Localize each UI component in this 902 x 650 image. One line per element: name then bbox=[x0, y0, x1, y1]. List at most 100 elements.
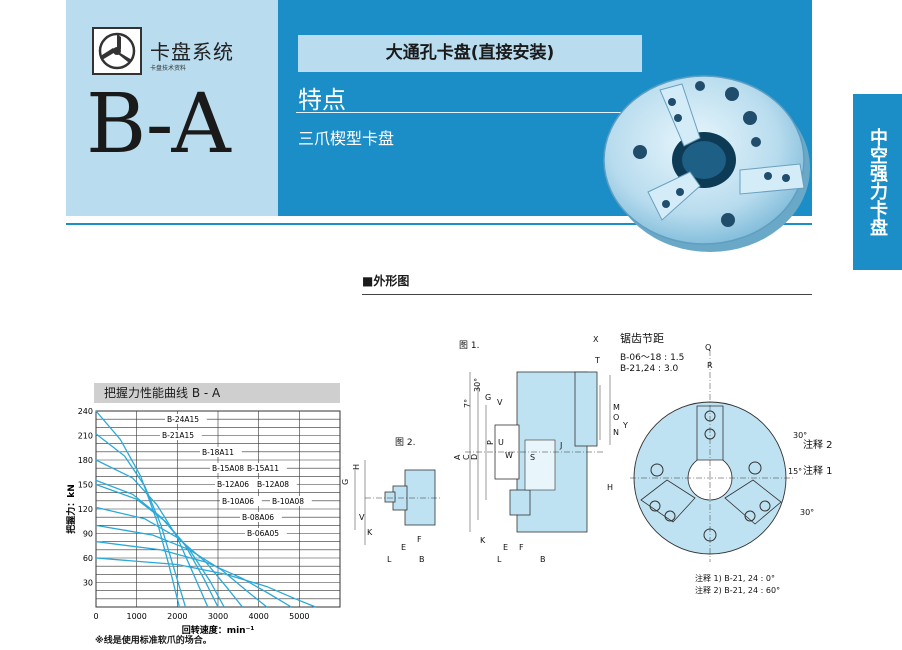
chart-x-tick: 1000 bbox=[126, 612, 146, 621]
svg-text:H: H bbox=[607, 483, 613, 492]
chart-series-tag: B-24A15 bbox=[167, 415, 199, 424]
chart-series-tag: B-08A06 bbox=[242, 513, 274, 522]
svg-text:F: F bbox=[417, 535, 422, 544]
svg-text:Q: Q bbox=[705, 343, 711, 352]
fig1-label: 图 1. bbox=[459, 340, 479, 351]
chart-series-tag: B-18A11 bbox=[202, 448, 234, 457]
svg-text:O: O bbox=[613, 413, 619, 422]
chart-series-tag-bg bbox=[245, 528, 287, 538]
feature-title: 特点 bbox=[298, 86, 346, 114]
chart-x-tick: 3000 bbox=[208, 612, 228, 621]
chart-y-tick: 150 bbox=[78, 481, 93, 490]
svg-text:X: X bbox=[593, 335, 599, 344]
fig1-section-view bbox=[465, 371, 611, 533]
pitch-line-1: B-06～18 : 1.5 bbox=[620, 353, 684, 363]
chart-series-tag: B-10A06 bbox=[222, 497, 254, 506]
chart-series-tag-bg bbox=[220, 496, 262, 506]
chart-series-tag-bg bbox=[215, 479, 257, 489]
brand-subtitle: 卡盘技术资料 bbox=[150, 65, 187, 72]
chart-series-tag: B-15A08 bbox=[212, 464, 244, 473]
svg-text:R: R bbox=[707, 361, 713, 370]
chart-y-tick: 180 bbox=[78, 456, 93, 465]
chart-series-line bbox=[95, 524, 268, 608]
chart-series-line bbox=[95, 459, 209, 608]
chart-series-tag: B-10A08 bbox=[272, 497, 304, 506]
svg-text:L: L bbox=[497, 555, 502, 564]
chart-series-line bbox=[95, 506, 243, 608]
svg-text:D: D bbox=[470, 454, 479, 460]
header-underline bbox=[66, 223, 812, 225]
chart-y-label: 把握力：kN bbox=[65, 484, 77, 534]
chart-y-tick: 210 bbox=[78, 432, 93, 441]
chuck-product-image bbox=[603, 75, 810, 252]
chart-footnote: ※线是使用标准软爪的场合。 bbox=[95, 636, 212, 646]
chart-series-tag-bg bbox=[165, 414, 207, 424]
feature-description: 三爪楔型卡盘 bbox=[298, 129, 395, 148]
svg-text:V: V bbox=[497, 398, 503, 407]
svg-text:30°: 30° bbox=[473, 378, 482, 392]
chart-series-line bbox=[95, 479, 219, 608]
chart-y-tick: 240 bbox=[78, 407, 93, 416]
feature-divider bbox=[296, 112, 626, 113]
outline-divider bbox=[362, 294, 812, 295]
fig2-label: 图 2. bbox=[395, 437, 415, 448]
svg-text:P: P bbox=[486, 440, 495, 445]
chart-series-tag: B-12A06 bbox=[217, 480, 249, 489]
chart-y-tick: 120 bbox=[78, 505, 93, 514]
chart-series-line bbox=[95, 410, 180, 608]
brand-name: 卡盘系统 bbox=[150, 40, 234, 64]
svg-text:G: G bbox=[485, 393, 491, 402]
svg-text:K: K bbox=[480, 536, 486, 545]
chart-x-tick: 5000 bbox=[289, 612, 309, 621]
chart-x-tick: 4000 bbox=[248, 612, 268, 621]
svg-text:J: J bbox=[559, 441, 562, 450]
svg-text:N: N bbox=[613, 428, 619, 437]
chart-series-tag-bg bbox=[160, 430, 202, 440]
chart-title: 把握力性能曲线 B - A bbox=[94, 383, 340, 403]
chuck-logo-icon bbox=[92, 27, 142, 75]
outline-heading: ■外形图 bbox=[362, 274, 410, 288]
chart-x-tick: 2000 bbox=[167, 612, 187, 621]
svg-text:E: E bbox=[401, 543, 406, 552]
svg-text:C: C bbox=[462, 454, 471, 460]
chart-series-line bbox=[95, 433, 187, 608]
chart-series-tag: B-15A11 bbox=[247, 464, 279, 473]
product-title: 大通孔卡盘(直接安装) bbox=[298, 35, 642, 72]
pitch-title: 锯齿节距 bbox=[620, 331, 664, 345]
svg-text:注释 2: 注释 2 bbox=[803, 438, 833, 451]
svg-text:注释 2) B-21, 24 : 60°: 注释 2) B-21, 24 : 60° bbox=[695, 585, 780, 595]
chart-series-line bbox=[95, 557, 316, 608]
chart-x-label: 回转速度：min⁻¹ bbox=[182, 624, 255, 636]
side-category-tab[interactable]: 中空强力卡盘 bbox=[853, 94, 902, 270]
chart-series-tag: B-21A15 bbox=[162, 431, 194, 440]
chart-series-tag-bg bbox=[245, 463, 287, 473]
chart-series-tag-bg bbox=[240, 512, 282, 522]
chart-series-tag-bg bbox=[210, 463, 252, 473]
chart-series-tag: B-06A05 bbox=[247, 529, 279, 538]
svg-text:15°: 15° bbox=[788, 467, 802, 476]
svg-text:W: W bbox=[505, 451, 513, 460]
pitch-line-2: B-21,24 : 3.0 bbox=[620, 364, 679, 374]
svg-text:B: B bbox=[419, 555, 425, 564]
svg-text:E: E bbox=[503, 543, 508, 552]
svg-text:F: F bbox=[519, 543, 524, 552]
svg-text:30°: 30° bbox=[800, 508, 814, 517]
fig2-side-view bbox=[354, 460, 440, 545]
chart-y-tick: 90 bbox=[83, 530, 93, 539]
chart-series-tag: B-12A08 bbox=[257, 480, 289, 489]
svg-text:H: H bbox=[352, 464, 361, 470]
svg-text:B: B bbox=[540, 555, 546, 564]
svg-text:L: L bbox=[387, 555, 392, 564]
model-code: B-A bbox=[86, 77, 231, 172]
svg-text:V: V bbox=[359, 513, 365, 522]
chart-y-tick: 60 bbox=[83, 554, 93, 563]
svg-text:30°: 30° bbox=[793, 431, 807, 440]
fig1-front-view bbox=[630, 350, 795, 562]
svg-text:A: A bbox=[453, 454, 462, 460]
outline-drawing: 图 1. 图 2. 锯齿节距 B-06～18 : 1.5 B-21,24 : 3… bbox=[341, 331, 833, 595]
svg-text:U: U bbox=[498, 438, 504, 447]
svg-text:S: S bbox=[530, 453, 535, 462]
svg-text:M: M bbox=[613, 403, 620, 412]
svg-text:7°: 7° bbox=[463, 399, 472, 408]
